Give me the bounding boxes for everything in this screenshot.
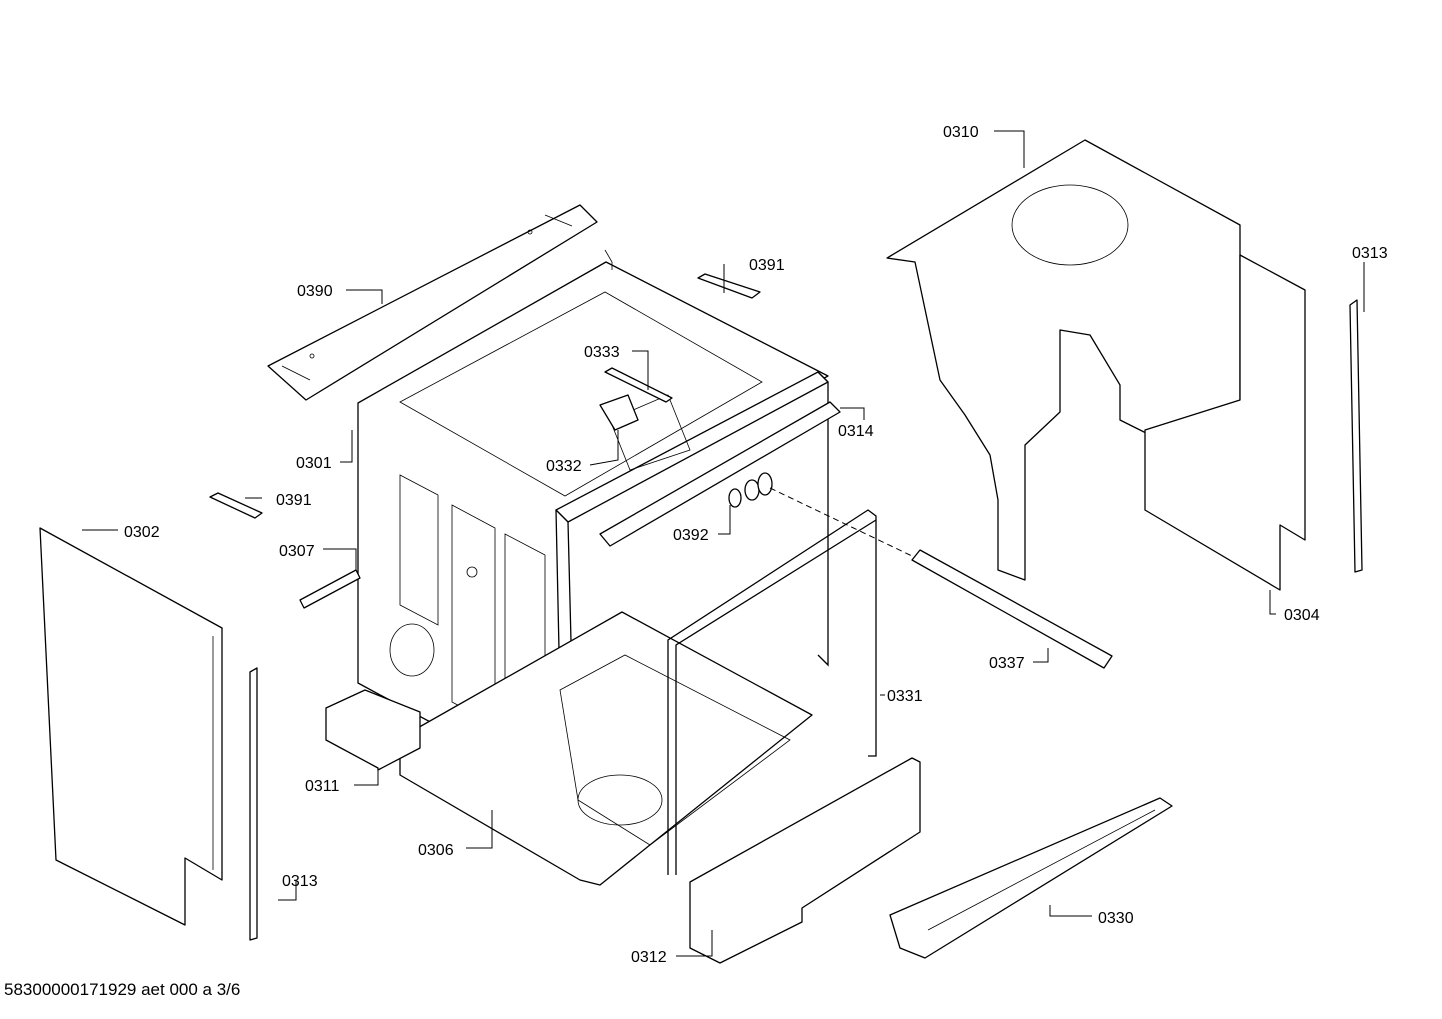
part-edge-strip-right — [1349, 299, 1363, 573]
label-0333: 0333 — [584, 344, 620, 361]
label-0306: 0306 — [418, 842, 454, 859]
document-footer: 58300000171929 aet 000 a 3/6 — [4, 980, 241, 999]
label-0311: 0311 — [305, 778, 340, 795]
label-0304: 0304 — [1284, 607, 1320, 624]
label-0391-lower: 0391 — [276, 492, 312, 509]
part-top-plate — [267, 204, 598, 401]
part-rod — [769, 487, 1113, 669]
part-top-rail — [599, 401, 841, 547]
label-0391-upper: 0391 — [749, 257, 785, 274]
label-0313-left: 0313 — [282, 873, 318, 890]
label-0332: 0332 — [546, 458, 582, 475]
part-base — [399, 611, 813, 886]
part-side-bracket — [299, 569, 361, 609]
leader-lines — [82, 130, 1365, 957]
label-0313-right: 0313 — [1352, 245, 1388, 262]
label-0331: 0331 — [887, 688, 923, 705]
part-side-panel-left — [39, 527, 223, 926]
label-0310: 0310 — [943, 124, 979, 141]
label-0312: 0312 — [631, 949, 667, 966]
part-block — [325, 689, 421, 771]
label-0390: 0390 — [297, 283, 333, 300]
label-0337: 0337 — [989, 655, 1025, 672]
label-0392: 0392 — [673, 527, 709, 544]
label-0307: 0307 — [279, 543, 315, 560]
part-kick-plate — [689, 757, 921, 964]
part-bracket-upper — [697, 273, 761, 299]
part-connector — [728, 472, 773, 508]
label-0330: 0330 — [1098, 910, 1134, 927]
part-bracket-lower — [209, 492, 263, 519]
label-0302: 0302 — [124, 524, 160, 541]
part-edge-strip-left — [249, 667, 258, 941]
part-labels: 0310 0313 0391 0390 0333 0314 0301 0332 … — [124, 124, 1388, 966]
label-0301: 0301 — [296, 455, 332, 472]
part-bottom-rail — [889, 797, 1173, 959]
part-insulation — [886, 139, 1306, 591]
part-small-bracket — [599, 367, 673, 431]
part-seal-loop — [667, 509, 877, 875]
label-0314: 0314 — [838, 423, 874, 440]
